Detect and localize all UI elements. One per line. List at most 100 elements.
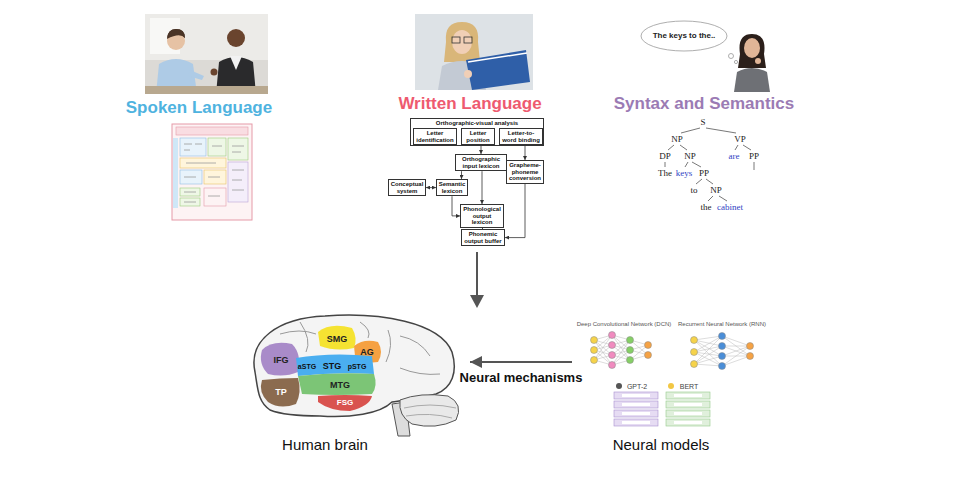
process-box: Letter position [461, 128, 495, 145]
box-label: Letter position [463, 130, 493, 143]
network-illustration [674, 403, 702, 406]
model-title: Deep Convolutional Network (DCN) [577, 321, 672, 327]
network-illustration [747, 353, 754, 360]
network-illustration [622, 394, 650, 397]
thinking-photo [729, 34, 771, 92]
topic-title: Syntax and Semantics [598, 94, 810, 114]
network-illustration [622, 412, 650, 415]
topic-title: Spoken Language [118, 98, 280, 118]
connector-arrow [461, 171, 462, 179]
network-illustration [666, 419, 710, 426]
connector-arrow [481, 146, 482, 154]
network-illustration [645, 352, 652, 359]
connector-arrow [525, 146, 526, 160]
thinking-photo [734, 68, 770, 92]
reading-photo [464, 70, 472, 78]
flowchart-arrow [470, 252, 484, 308]
region-label: pSTG [348, 363, 367, 370]
tree-label: NP [671, 135, 683, 144]
phoneme-chart [184, 144, 244, 202]
box-label: Letter identification [415, 130, 455, 143]
network-illustration [591, 332, 754, 427]
model-name: BERT [680, 383, 699, 390]
network-illustration [719, 363, 726, 370]
network-illustration [614, 392, 658, 426]
network-illustration [614, 392, 658, 399]
reading-photo [452, 37, 460, 43]
connector-arrow [426, 187, 436, 188]
flowchart-arrow [470, 295, 484, 308]
speech-bubble: The keys to the.. [640, 20, 728, 52]
brain-illustration [404, 405, 456, 418]
brain-illustration [318, 326, 356, 350]
network-illustration [691, 349, 698, 356]
process-box: Phonemic output buffer [461, 229, 505, 246]
network-illustration [668, 383, 674, 389]
reading-photo [415, 14, 533, 90]
topic-panel: Written LanguageOrthographic-visual anal… [385, 10, 555, 250]
process-box: Phonological output lexicon [460, 204, 504, 228]
reading-photo [464, 37, 472, 43]
phoneme-chart [176, 127, 248, 135]
network-illustration [609, 342, 616, 349]
network-illustration [719, 343, 726, 350]
connector-arrow [482, 171, 483, 204]
network-illustration [674, 412, 702, 415]
phoneme-chart [204, 188, 226, 206]
network-illustration [622, 421, 650, 424]
network-illustration [674, 394, 702, 397]
network-illustration [645, 342, 652, 349]
topic-panel: Syntax and Semantics The keys to the.. [598, 10, 810, 220]
network-illustration [747, 343, 754, 350]
box-label: Conceptual system [390, 181, 424, 194]
process-box: Conceptual system [388, 179, 426, 196]
tree-label: NP [684, 152, 696, 161]
network-illustration [691, 337, 698, 344]
process-box: Orthographic-visual analysisLetter ident… [410, 118, 544, 146]
model-name: GPT-2 [627, 383, 647, 390]
thinking-photo [729, 54, 734, 59]
bubble-text: The keys to the.. [640, 31, 728, 40]
tree-label: PP [699, 169, 709, 178]
tree-word: keys [676, 169, 693, 178]
conversation-photo [145, 86, 268, 94]
phoneme-chart [228, 162, 248, 202]
region-label: SMG [327, 335, 348, 344]
network-illustration [691, 333, 754, 370]
conversation-photo [227, 29, 245, 47]
brain-illustration [400, 395, 459, 427]
region-label: STG [323, 362, 342, 371]
network-illustration [666, 410, 710, 417]
process-box: Semantic lexicon [436, 179, 468, 196]
network-illustration [627, 347, 634, 354]
topic-panel: Spoken Language [118, 10, 280, 225]
tree-label: DP [659, 152, 671, 161]
process-box: Letter identification [413, 128, 457, 145]
network-illustration [627, 357, 634, 364]
edge-label: Neural mechanisms [457, 369, 586, 386]
box-label: Letter-to-word binding [501, 130, 541, 143]
parse-tree-branch [665, 128, 754, 201]
network-illustration [691, 361, 698, 368]
network-illustration [614, 410, 658, 417]
network-illustration [614, 419, 658, 426]
tree-word: the [701, 203, 712, 212]
process-box: Orthographic input lexicon [455, 154, 507, 171]
tree-word: The [658, 169, 672, 178]
network-illustration [591, 347, 598, 354]
flowchart-arrow [476, 252, 478, 296]
reading-photo [466, 50, 530, 90]
phoneme-chart [172, 124, 252, 220]
network-illustration [614, 401, 658, 408]
box-label: Phonemic output buffer [463, 231, 503, 244]
reading-photo [468, 53, 527, 62]
bubble-outline [641, 21, 727, 51]
network-illustration [674, 394, 702, 424]
network-illustration [622, 403, 650, 406]
connector-group [426, 146, 572, 362]
connector-arrow [505, 184, 525, 238]
tree-word: to [690, 186, 697, 195]
tree-label: NP [710, 186, 722, 195]
conversation-photo [145, 14, 268, 60]
